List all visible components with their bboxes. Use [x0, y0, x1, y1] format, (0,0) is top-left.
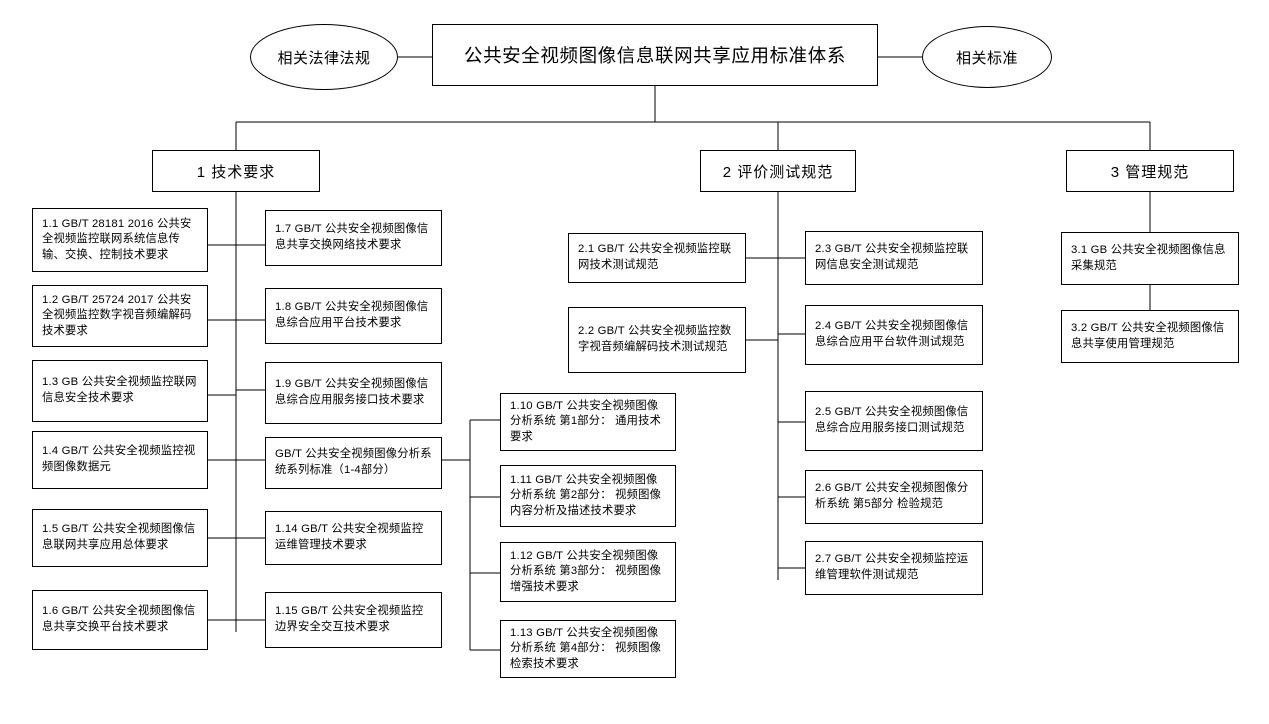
- node-tech-1-4-label: 1.4 GB/T 公共安全视频监控视频图像数据元: [42, 445, 196, 473]
- node-tech-1-1-label: 1.1 GB/T 28181 2016 公共安全视频监控联网系统信息传输、交换、…: [42, 217, 192, 261]
- node-tech-1-4: 1.4 GB/T 公共安全视频监控视频图像数据元: [32, 431, 208, 489]
- node-tech-1-12-label: 1.12 GB/T 公共安全视频图像分析系统 第3部分： 视频图像增强技术要求: [510, 549, 662, 593]
- node-tech-analysis-series-label: GB/T 公共安全视频图像分析系统系列标准（1-4部分）: [275, 448, 432, 476]
- node-eval-2-2-label: 2.2 GB/T 公共安全视频监控数字视音频编解码技术测试规范: [578, 325, 732, 353]
- node-tech-1-14-label: 1.14 GB/T 公共安全视频监控运维管理技术要求: [275, 523, 424, 551]
- node-eval-2-6-label: 2.6 GB/T 公共安全视频图像分析系统 第5部分 检验规范: [815, 482, 969, 510]
- node-tech-1-3-label: 1.3 GB 公共安全视频监控联网信息安全技术要求: [42, 376, 197, 404]
- node-eval-2-3: 2.3 GB/T 公共安全视频监控联网信息安全测试规范: [805, 231, 983, 285]
- related-laws-label: 相关法律法规: [277, 49, 371, 67]
- node-tech-1-5-label: 1.5 GB/T 公共安全视频图像信息联网共享应用总体要求: [42, 523, 196, 551]
- node-manage-3-2: 3.2 GB/T 公共安全视频图像信息共享使用管理规范: [1061, 310, 1239, 363]
- node-tech-1-9: 1.9 GB/T 公共安全视频图像信息综合应用服务接口技术要求: [265, 362, 442, 424]
- node-tech-1-7: 1.7 GB/T 公共安全视频图像信息共享交换网络技术要求: [265, 210, 442, 266]
- branch-tech-requirements: 1 技术要求: [152, 150, 320, 192]
- node-manage-3-2-label: 3.2 GB/T 公共安全视频图像信息共享使用管理规范: [1071, 321, 1225, 350]
- node-eval-2-2: 2.2 GB/T 公共安全视频监控数字视音频编解码技术测试规范: [568, 307, 746, 373]
- related-standards-label: 相关标准: [955, 49, 1018, 67]
- node-tech-1-3: 1.3 GB 公共安全视频监控联网信息安全技术要求: [32, 360, 208, 422]
- node-tech-1-14: 1.14 GB/T 公共安全视频监控运维管理技术要求: [265, 511, 442, 565]
- node-tech-1-1: 1.1 GB/T 28181 2016 公共安全视频监控联网系统信息传输、交换、…: [32, 208, 208, 272]
- node-tech-1-5: 1.5 GB/T 公共安全视频图像信息联网共享应用总体要求: [32, 509, 208, 567]
- related-laws-ellipse: 相关法律法规: [250, 24, 398, 90]
- node-tech-1-8-label: 1.8 GB/T 公共安全视频图像信息综合应用平台技术要求: [275, 301, 429, 329]
- node-tech-1-12: 1.12 GB/T 公共安全视频图像分析系统 第3部分： 视频图像增强技术要求: [500, 542, 676, 602]
- node-tech-1-6: 1.6 GB/T 公共安全视频图像信息共享交换平台技术要求: [32, 590, 208, 650]
- node-tech-analysis-series: GB/T 公共安全视频图像分析系统系列标准（1-4部分）: [265, 437, 442, 489]
- branch-management-spec: 3 管理规范: [1066, 150, 1234, 192]
- branch-eval-test-spec: 2 评价测试规范: [700, 150, 856, 192]
- node-manage-3-1-label: 3.1 GB 公共安全视频图像信息采集规范: [1071, 243, 1226, 272]
- node-tech-1-15: 1.15 GB/T 公共安全视频监控边界安全交互技术要求: [265, 592, 442, 648]
- node-tech-1-7-label: 1.7 GB/T 公共安全视频图像信息共享交换网络技术要求: [275, 223, 429, 251]
- branch-eval-test-spec-label: 2 评价测试规范: [722, 163, 834, 181]
- node-eval-2-5: 2.5 GB/T 公共安全视频图像信息综合应用服务接口测试规范: [805, 391, 983, 451]
- branch-management-spec-label: 3 管理规范: [1110, 163, 1190, 181]
- node-eval-2-5-label: 2.5 GB/T 公共安全视频图像信息综合应用服务接口测试规范: [815, 406, 969, 434]
- node-eval-2-4-label: 2.4 GB/T 公共安全视频图像信息综合应用平台软件测试规范: [815, 320, 969, 348]
- node-tech-1-9-label: 1.9 GB/T 公共安全视频图像信息综合应用服务接口技术要求: [275, 378, 429, 406]
- node-tech-1-6-label: 1.6 GB/T 公共安全视频图像信息共享交换平台技术要求: [42, 605, 196, 633]
- node-tech-1-11: 1.11 GB/T 公共安全视频图像分析系统 第2部分： 视频图像内容分析及描述…: [500, 465, 676, 527]
- node-tech-1-2-label: 1.2 GB/T 25724 2017 公共安全视频监控数字视音频编解码技术要求: [42, 293, 192, 337]
- node-eval-2-6: 2.6 GB/T 公共安全视频图像分析系统 第5部分 检验规范: [805, 470, 983, 524]
- node-tech-1-8: 1.8 GB/T 公共安全视频图像信息综合应用平台技术要求: [265, 288, 442, 344]
- node-eval-2-7-label: 2.7 GB/T 公共安全视频监控运维管理软件测试规范: [815, 553, 969, 581]
- node-eval-2-1: 2.1 GB/T 公共安全视频监控联网技术测试规范: [568, 233, 746, 283]
- node-eval-2-1-label: 2.1 GB/T 公共安全视频监控联网技术测试规范: [578, 243, 732, 271]
- node-eval-2-7: 2.7 GB/T 公共安全视频监控运维管理软件测试规范: [805, 541, 983, 595]
- node-tech-1-11-label: 1.11 GB/T 公共安全视频图像分析系统 第2部分： 视频图像内容分析及描述…: [510, 473, 662, 517]
- branch-tech-requirements-label: 1 技术要求: [196, 163, 276, 181]
- node-manage-3-1: 3.1 GB 公共安全视频图像信息采集规范: [1061, 232, 1239, 285]
- node-tech-1-2: 1.2 GB/T 25724 2017 公共安全视频监控数字视音频编解码技术要求: [32, 285, 208, 347]
- related-standards-ellipse: 相关标准: [922, 26, 1052, 88]
- node-tech-1-10: 1.10 GB/T 公共安全视频图像分析系统 第1部分： 通用技术要求: [500, 393, 676, 451]
- node-tech-1-15-label: 1.15 GB/T 公共安全视频监控边界安全交互技术要求: [275, 605, 424, 633]
- node-eval-2-3-label: 2.3 GB/T 公共安全视频监控联网信息安全测试规范: [815, 243, 969, 271]
- node-tech-1-10-label: 1.10 GB/T 公共安全视频图像分析系统 第1部分： 通用技术要求: [510, 399, 662, 443]
- node-tech-1-13: 1.13 GB/T 公共安全视频图像分析系统 第4部分： 视频图像检索技术要求: [500, 620, 676, 678]
- node-tech-1-13-label: 1.13 GB/T 公共安全视频图像分析系统 第4部分： 视频图像检索技术要求: [510, 626, 662, 670]
- root-title-box: 公共安全视频图像信息联网共享应用标准体系: [432, 24, 878, 86]
- node-eval-2-4: 2.4 GB/T 公共安全视频图像信息综合应用平台软件测试规范: [805, 305, 983, 365]
- root-title-label: 公共安全视频图像信息联网共享应用标准体系: [463, 45, 846, 66]
